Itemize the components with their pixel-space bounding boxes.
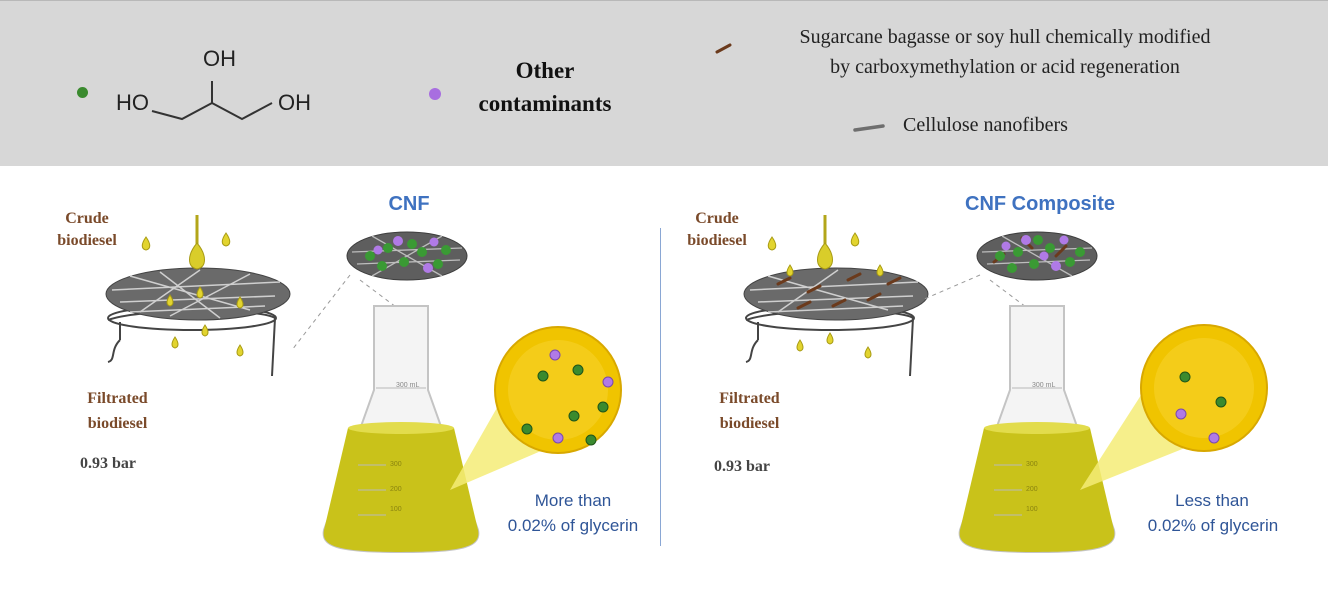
panel-divider: [660, 228, 661, 546]
legend-panel: OH HO OH Other contaminants Sugarcane ba…: [0, 0, 1328, 166]
right-dropper-icon: [817, 215, 833, 270]
glycerol-oh-top: OH: [203, 46, 236, 71]
right-crude-label-1: Crude: [695, 210, 739, 227]
modified-label-1: Sugarcane bagasse or soy hull chemically…: [799, 26, 1211, 48]
right-filtrated-label-1: Filtrated: [719, 390, 780, 407]
left-pressure-label: 0.93 bar: [80, 455, 136, 472]
left-flask-mark-top: 300 mL: [396, 382, 420, 389]
right-zoom-callout: [1080, 324, 1268, 490]
right-flask-mark-top: 300 mL: [1032, 382, 1056, 389]
contaminants-label-2: contaminants: [478, 91, 612, 116]
right-title: CNF Composite: [965, 193, 1115, 215]
left-filtrated-label-1: Filtrated: [87, 390, 148, 407]
right-result-line-2: 0.02% of glycerin: [1147, 516, 1279, 535]
right-pressure-label: 0.93 bar: [714, 458, 770, 475]
right-result-line-1: Less than: [1175, 491, 1249, 510]
left-result-line-2: 0.02% of glycerin: [507, 516, 639, 535]
nanofibers-label: Cellulose nanofibers: [903, 114, 1068, 136]
right-flask-mark-200: 200: [1026, 486, 1038, 493]
right-droplets-icon: [767, 232, 884, 359]
left-title: CNF: [388, 193, 430, 215]
glycerol-oh-right: OH: [278, 90, 311, 115]
left-filtrated-label-2: biodiesel: [87, 415, 148, 432]
right-crude-label-2: biodiesel: [687, 232, 747, 249]
right-flask-mark-300: 300: [1026, 461, 1038, 468]
left-result-line-1: More than: [534, 491, 612, 510]
left-zoom-callout: [450, 326, 622, 490]
left-flask-icon: [322, 305, 480, 554]
glycerol-dot-icon: [77, 87, 88, 98]
right-flask-icon: [958, 305, 1116, 554]
left-droplets-icon: [141, 232, 244, 357]
left-cnf-disk-icon: [346, 231, 468, 281]
left-dropper-icon: [189, 215, 205, 270]
right-fiber-mat-icon: [743, 267, 929, 321]
contaminant-dot-icon: [429, 88, 441, 100]
left-flask-mark-300: 300: [390, 461, 402, 468]
nanofiber-icon: [853, 124, 885, 132]
left-flask-mark-100: 100: [390, 506, 402, 513]
glycerol-ho-left: HO: [116, 90, 149, 115]
right-flask-mark-100: 100: [1026, 506, 1038, 513]
left-crude-label-2: biodiesel: [57, 232, 117, 249]
right-cnf-composite-disk-icon: [976, 231, 1098, 281]
right-filtrated-label-2: biodiesel: [719, 415, 780, 432]
modified-label-2: by carboxymethylation or acid regenerati…: [830, 56, 1180, 78]
modified-fiber-icon: [715, 43, 732, 54]
contaminants-label-1: Other: [515, 58, 575, 83]
left-flask-mark-200: 200: [390, 486, 402, 493]
left-crude-label-1: Crude: [65, 210, 109, 227]
glycerol-structure: [151, 81, 273, 121]
